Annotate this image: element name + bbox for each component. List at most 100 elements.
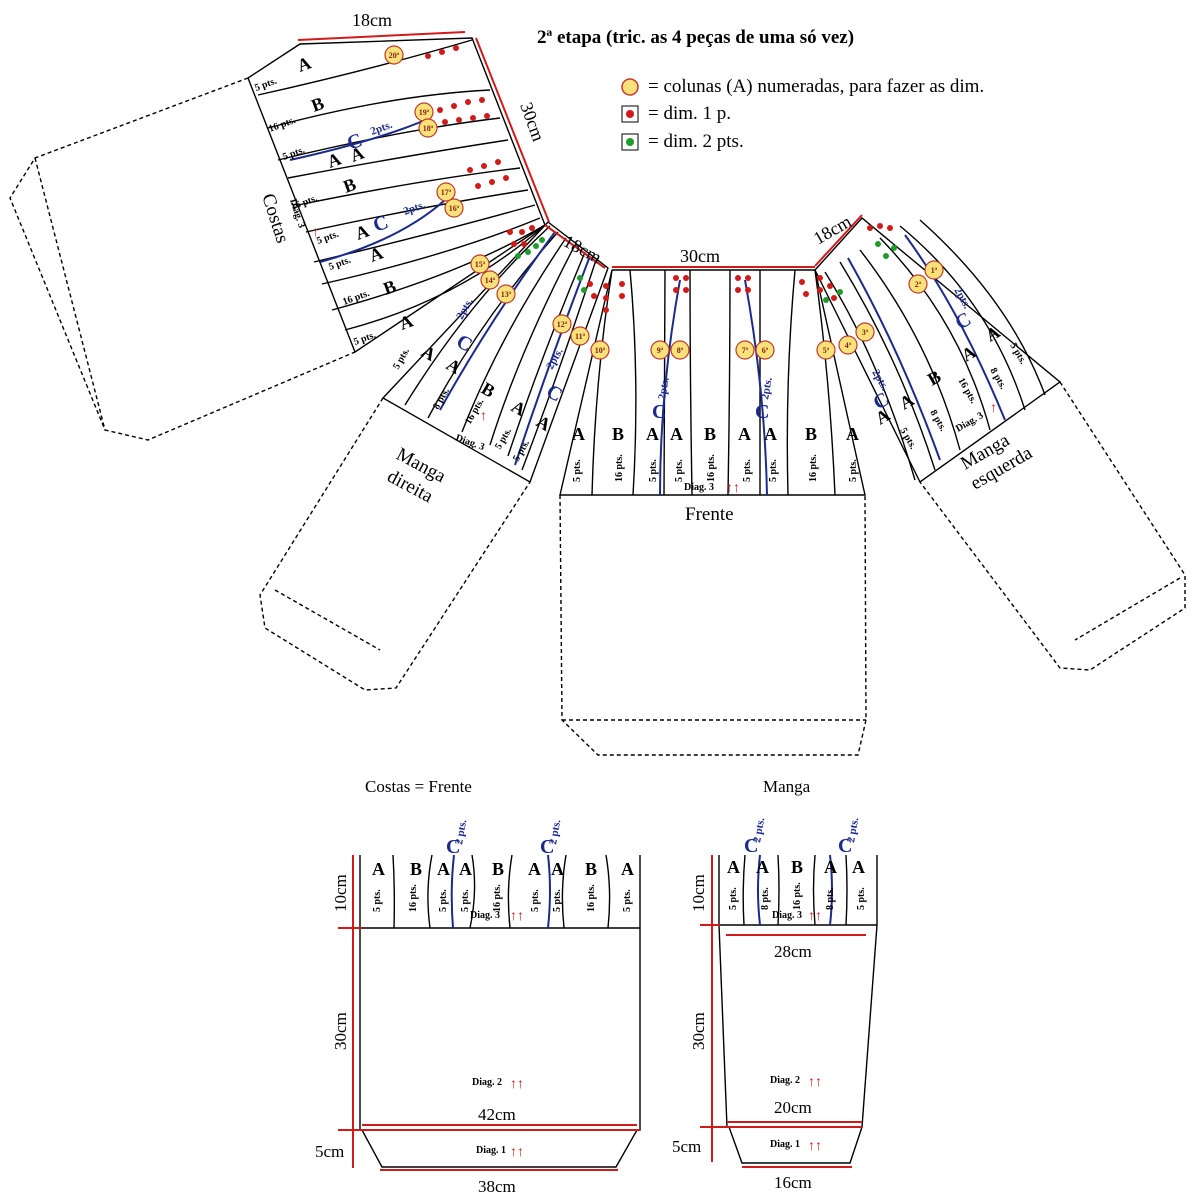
costas-label: Costas bbox=[257, 191, 293, 246]
svg-text:30cm: 30cm bbox=[689, 1012, 708, 1050]
svg-text:A: A bbox=[621, 859, 634, 879]
svg-text:5 pts.: 5 pts. bbox=[438, 889, 449, 912]
svg-text:B: B bbox=[924, 366, 944, 389]
svg-text:↑: ↑ bbox=[990, 401, 997, 416]
svg-text:C: C bbox=[755, 401, 769, 423]
svg-text:5 pts.: 5 pts. bbox=[530, 889, 541, 912]
svg-text:B: B bbox=[805, 424, 817, 444]
svg-text:5 pts.: 5 pts. bbox=[768, 459, 779, 482]
svg-text:5 pts.: 5 pts. bbox=[897, 426, 918, 452]
svg-text:Diag. 2: Diag. 2 bbox=[770, 1075, 800, 1086]
svg-text:30cm: 30cm bbox=[680, 246, 720, 266]
svg-text:4ª: 4ª bbox=[845, 341, 852, 350]
legend-text-dim2: = dim. 2 pts. bbox=[648, 131, 744, 152]
svg-text:A: A bbox=[738, 424, 751, 444]
svg-text:16 pts.: 16 pts. bbox=[614, 454, 625, 482]
column-markers bbox=[384, 45, 944, 360]
svg-text:38cm: 38cm bbox=[478, 1177, 516, 1196]
svg-text:B: B bbox=[478, 378, 498, 401]
svg-text:A: A bbox=[852, 857, 865, 877]
manga-direita-column-labels: A 5 pts. A C 2pts. 8 pts. B 16 pts. Diag… bbox=[391, 296, 566, 464]
svg-text:A: A bbox=[528, 859, 541, 879]
svg-text:A: A bbox=[372, 859, 385, 879]
svg-text:B: B bbox=[492, 859, 504, 879]
svg-text:7ª: 7ª bbox=[742, 346, 749, 355]
svg-text:5 pts.: 5 pts. bbox=[552, 889, 563, 912]
svg-text:3ª: 3ª bbox=[862, 328, 869, 337]
svg-text:2 pts.: 2 pts. bbox=[547, 819, 563, 846]
svg-text:A: A bbox=[764, 424, 777, 444]
svg-text:5 pts.: 5 pts. bbox=[1007, 341, 1028, 367]
manga-esquerda-piece bbox=[814, 217, 1186, 671]
svg-text:5 pts.: 5 pts. bbox=[372, 889, 383, 912]
svg-text:5 pts.: 5 pts. bbox=[856, 887, 867, 910]
svg-text:A: A bbox=[982, 322, 1003, 346]
svg-text:5 pts.: 5 pts. bbox=[622, 889, 633, 912]
svg-text:Manga: Manga bbox=[763, 777, 811, 796]
svg-text:16 pts.: 16 pts. bbox=[267, 115, 297, 135]
svg-text:11ª: 11ª bbox=[575, 332, 586, 341]
svg-text:2 pts.: 2 pts. bbox=[751, 817, 767, 844]
svg-text:16 pts.: 16 pts. bbox=[792, 882, 803, 910]
svg-text:B: B bbox=[585, 859, 597, 879]
svg-text:5 pts.: 5 pts. bbox=[315, 229, 341, 247]
frente-column-labels: A B A A B A A B A C C 2pts. 2pts. 5 pts.… bbox=[572, 376, 859, 493]
svg-text:A: A bbox=[756, 857, 769, 877]
legend-text-columns: = colunas (A) numeradas, para fazer as d… bbox=[648, 76, 985, 97]
svg-text:A: A bbox=[325, 149, 344, 172]
svg-text:5 pts.: 5 pts. bbox=[391, 346, 412, 372]
svg-text:A: A bbox=[646, 424, 659, 444]
svg-text:8 pts.: 8 pts. bbox=[431, 386, 452, 412]
svg-text:A: A bbox=[348, 143, 367, 166]
svg-text:42cm: 42cm bbox=[478, 1105, 516, 1124]
svg-text:30cm: 30cm bbox=[516, 100, 548, 144]
svg-text:10ª: 10ª bbox=[595, 346, 606, 355]
costas-piece bbox=[9, 37, 546, 441]
svg-text:Diag. 1: Diag. 1 bbox=[770, 1139, 800, 1150]
svg-text:8 pts.: 8 pts. bbox=[927, 408, 948, 434]
svg-text:5 pts.: 5 pts. bbox=[648, 459, 659, 482]
svg-text:↑↑: ↑↑ bbox=[808, 1075, 822, 1090]
svg-text:C: C bbox=[344, 129, 365, 155]
top-measurements: 18cm 30cm 18cm 30cm 18cm bbox=[352, 10, 855, 267]
svg-text:2pts.: 2pts. bbox=[869, 368, 891, 394]
svg-text:28cm: 28cm bbox=[774, 942, 812, 961]
svg-text:A: A bbox=[846, 424, 859, 444]
red-dot-icon bbox=[621, 105, 639, 123]
svg-text:2pts.: 2pts. bbox=[656, 376, 672, 400]
svg-text:2pts.: 2pts. bbox=[759, 376, 775, 400]
frente-label: Frente bbox=[685, 504, 734, 525]
svg-text:6ª: 6ª bbox=[762, 346, 769, 355]
svg-text:Diag. 3: Diag. 3 bbox=[470, 910, 500, 921]
svg-text:A: A bbox=[437, 859, 450, 879]
svg-text:18cm: 18cm bbox=[352, 10, 392, 30]
svg-text:A: A bbox=[824, 857, 837, 877]
svg-text:↑: ↑ bbox=[312, 225, 319, 240]
svg-text:↑↑: ↑↑ bbox=[808, 909, 822, 924]
svg-text:20ª: 20ª bbox=[389, 51, 400, 60]
svg-text:Diag. 3: Diag. 3 bbox=[684, 482, 714, 493]
svg-text:C: C bbox=[838, 835, 852, 857]
svg-text:A: A bbox=[508, 396, 529, 420]
svg-text:5ª: 5ª bbox=[823, 346, 830, 355]
manga-direita-piece bbox=[259, 221, 609, 691]
svg-text:2 pts.: 2 pts. bbox=[845, 817, 861, 844]
piece-names: Costas Manga direita Frente Manga esquer… bbox=[257, 191, 1036, 525]
svg-text:5cm: 5cm bbox=[315, 1142, 344, 1161]
svg-text:B: B bbox=[309, 93, 327, 116]
svg-text:10cm: 10cm bbox=[331, 874, 350, 912]
svg-text:1ª: 1ª bbox=[931, 266, 938, 275]
frente-piece bbox=[559, 269, 867, 756]
increase-arrows: ↑↑ ↑ ↑ ↑ bbox=[312, 225, 997, 496]
svg-text:16cm: 16cm bbox=[774, 1173, 812, 1192]
svg-text:5 pts.: 5 pts. bbox=[848, 459, 859, 482]
svg-text:5cm: 5cm bbox=[672, 1137, 701, 1156]
svg-text:14ª: 14ª bbox=[485, 276, 496, 285]
svg-text:C: C bbox=[446, 836, 460, 858]
svg-text:B: B bbox=[704, 424, 716, 444]
svg-text:A: A bbox=[418, 341, 439, 365]
svg-text:2 pts.: 2 pts. bbox=[453, 819, 469, 846]
svg-text:2pts.: 2pts. bbox=[402, 199, 427, 218]
svg-text:↑: ↑ bbox=[480, 409, 487, 424]
